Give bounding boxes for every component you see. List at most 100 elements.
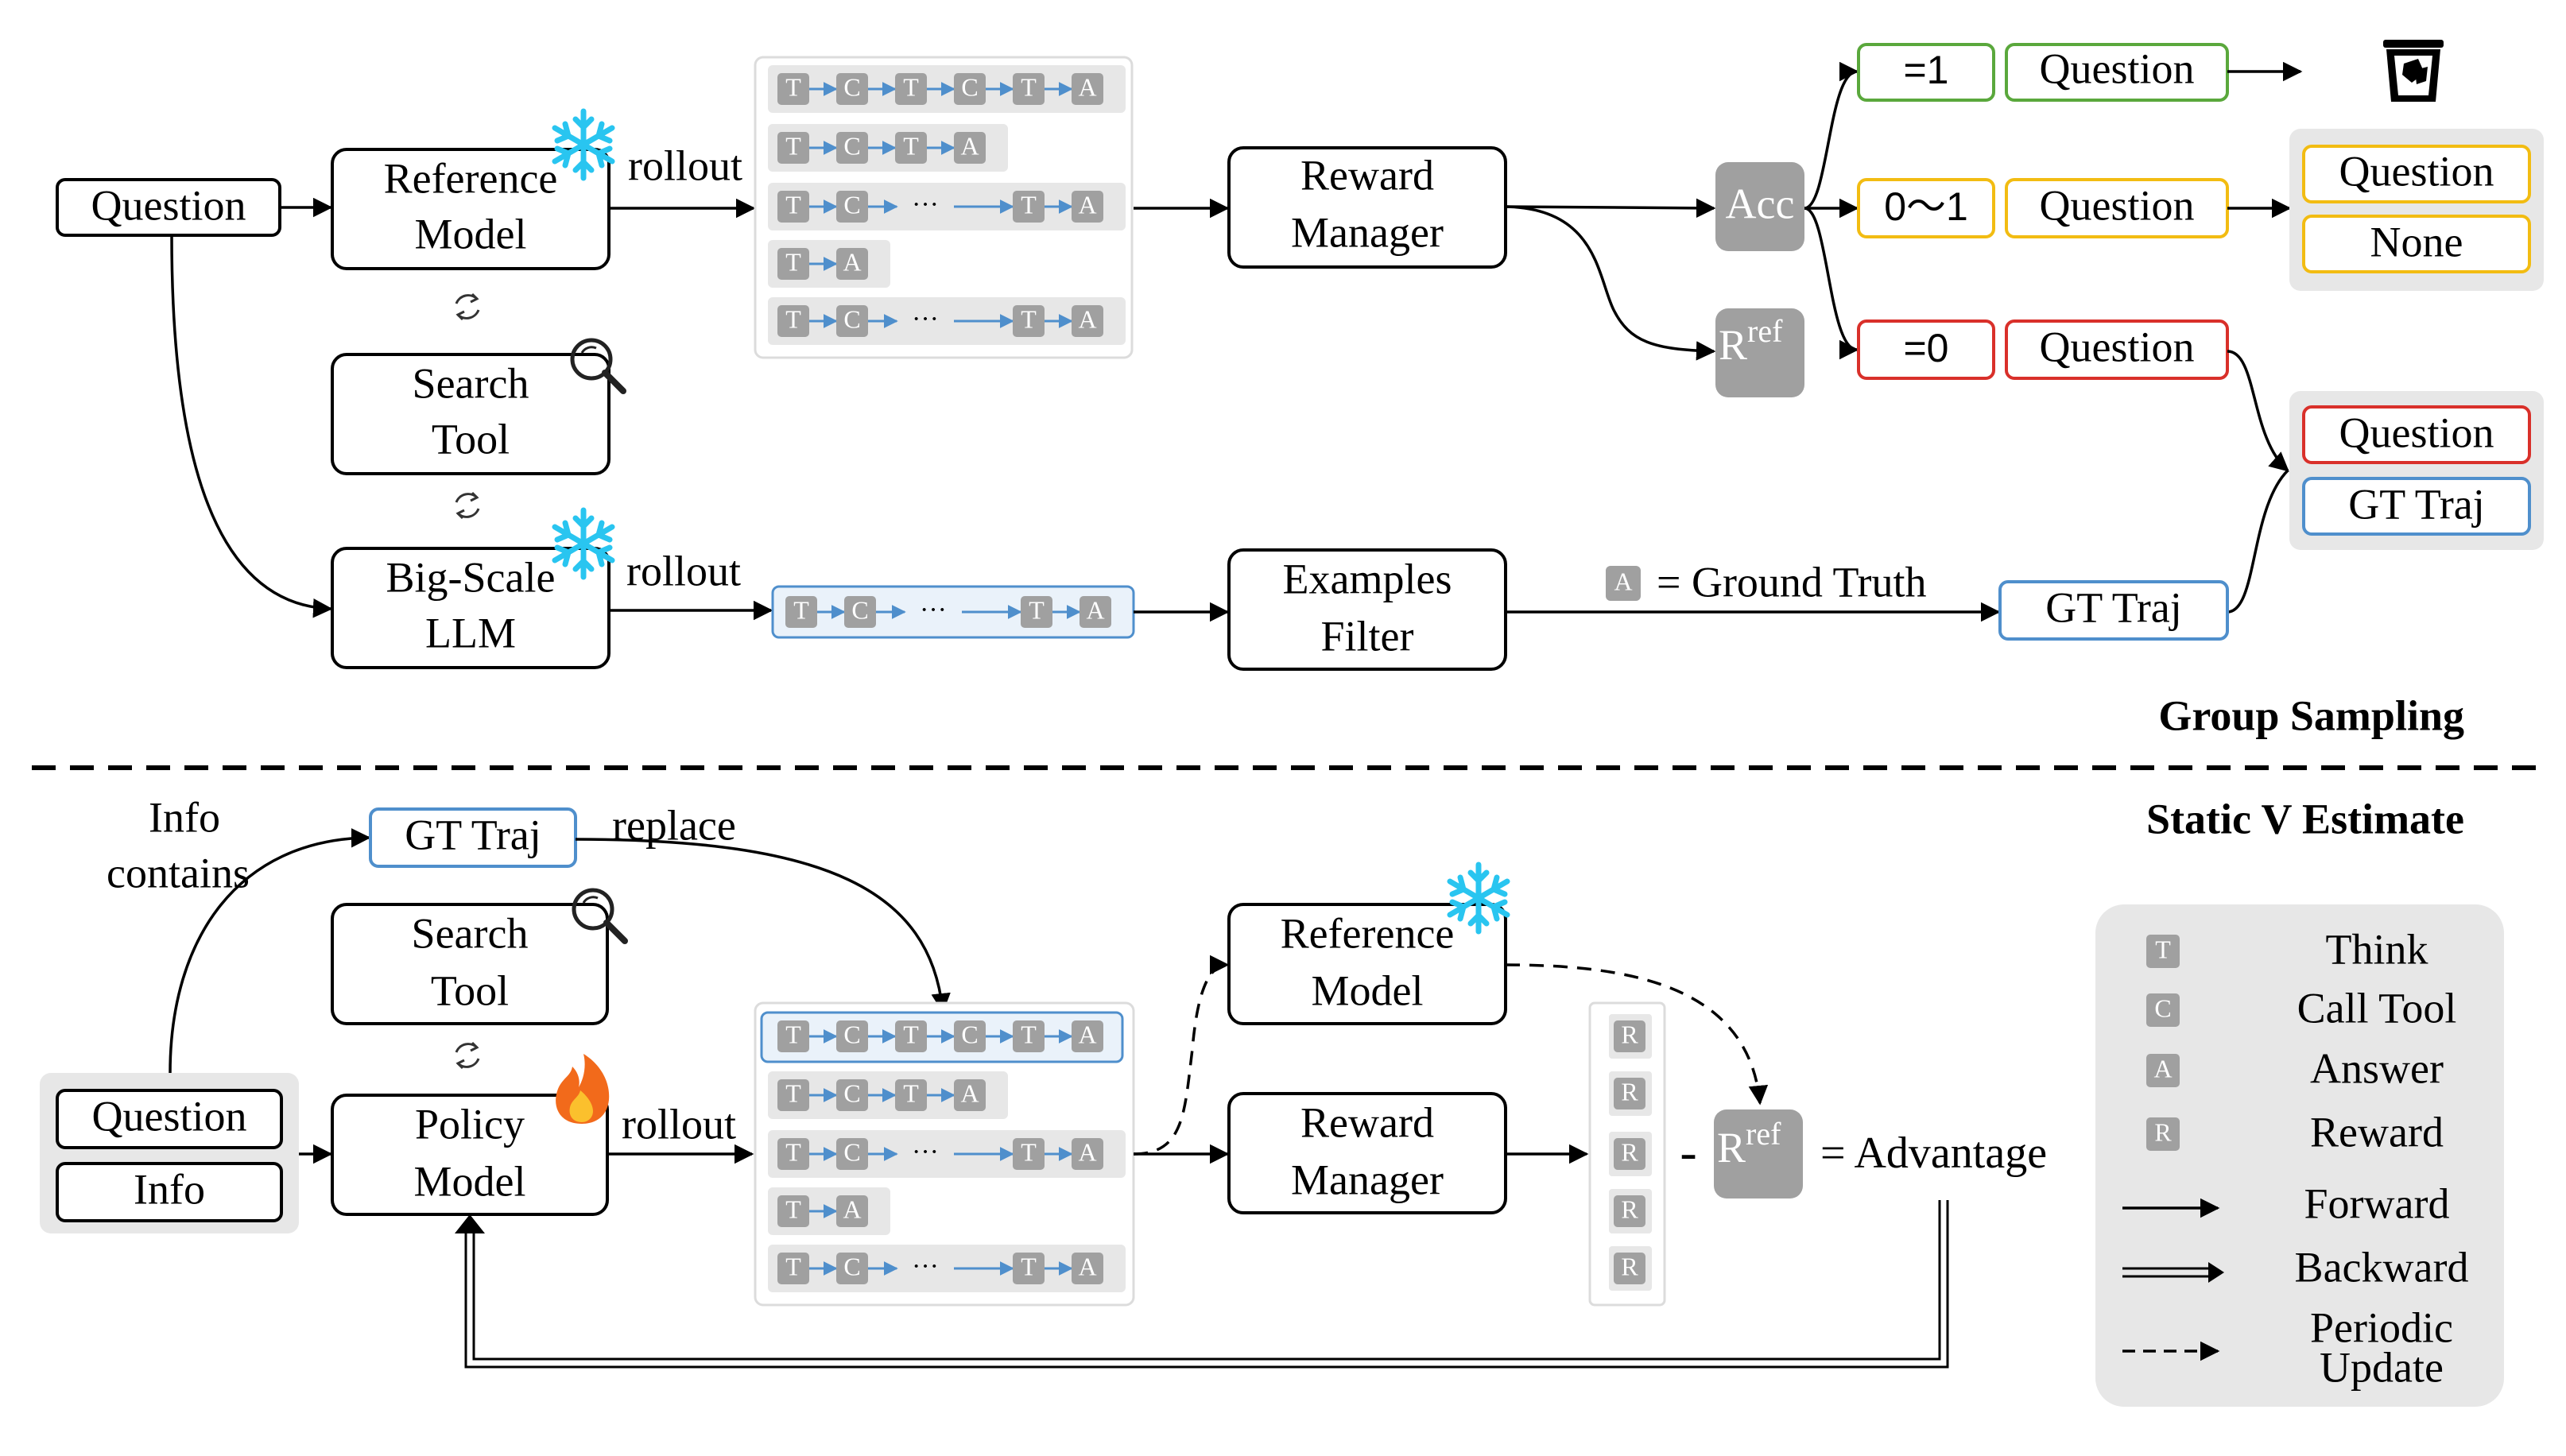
token-box [954, 1020, 986, 1052]
none-label: None [2370, 218, 2463, 265]
info-node: Info [56, 1162, 283, 1222]
token-answer: A [1078, 1252, 1096, 1280]
search-tool-node: Search Tool [331, 903, 609, 1025]
token-box [895, 1020, 927, 1052]
rollout-label: rollout [628, 141, 742, 189]
advantage-label: = Advantage [1820, 1129, 2047, 1178]
token-answer: A [960, 1078, 979, 1107]
acc-label: Acc [1726, 180, 1795, 227]
token-box [785, 596, 817, 628]
token-box [1013, 1020, 1045, 1052]
legend-answer: Answer [2310, 1044, 2444, 1092]
rref-sup: ref [1747, 313, 1783, 349]
token-think: T [1021, 304, 1037, 333]
rollout-label: rollout [622, 1100, 736, 1148]
rref-sup: ref [1746, 1116, 1781, 1152]
big-llm-line2: LLM [425, 609, 516, 656]
snowflake-icon [1447, 862, 1510, 935]
reward-manager-line2: Manager [1291, 208, 1444, 256]
token-box [777, 132, 809, 164]
token-answer: A [1078, 1020, 1096, 1048]
ellipsis: ··· [912, 190, 939, 219]
token-think: T [785, 1195, 801, 1223]
info-contains-line1: Info [149, 793, 220, 841]
token-reward: R [1621, 1252, 1638, 1280]
token-think: T [793, 595, 809, 624]
token-answer: A [1078, 72, 1096, 101]
token-box [2146, 1054, 2180, 1087]
reward-manager-node: Reward Manager [1227, 146, 1507, 269]
token-box [954, 1079, 986, 1111]
question-label: Question [2040, 323, 2195, 370]
token-box [1072, 73, 1103, 105]
token-box [1614, 1078, 1645, 1109]
token-box [895, 132, 927, 164]
token-box [1013, 1253, 1045, 1284]
legend-periodic-line1: Periodic [2310, 1303, 2453, 1351]
search-tool-line2: Tool [431, 966, 509, 1014]
token-think: T [785, 1137, 801, 1166]
legend-backward: Backward [2295, 1243, 2469, 1291]
token-think: T [785, 190, 801, 219]
token-answer: A [843, 1195, 861, 1223]
token-box [1080, 596, 1111, 628]
token-call: C [843, 1078, 860, 1107]
token-think: T [1021, 72, 1037, 101]
token-think: T [785, 72, 801, 101]
token-box [2146, 993, 2180, 1027]
reference-model-line1: Reference [384, 154, 558, 202]
red-output: Question GT Traj [2302, 405, 2531, 536]
search-tool-line2: Tool [432, 415, 510, 463]
rref-node: Rref [1715, 308, 1804, 397]
token-box [836, 132, 868, 164]
token-box [836, 1138, 868, 1170]
token-box [844, 596, 876, 628]
token-think: T [903, 1020, 919, 1048]
reward-manager-line2: Manager [1291, 1156, 1444, 1203]
token-call: C [843, 190, 860, 219]
token-call: C [843, 1137, 860, 1166]
eq0-label: =0 [1903, 326, 1948, 370]
magnifier-icon [570, 338, 626, 394]
token-call: C [961, 1020, 978, 1048]
token-box [1614, 1138, 1645, 1170]
token-box [1013, 1138, 1045, 1170]
reference-model-node: Reference Model [331, 148, 610, 270]
token-box [895, 1079, 927, 1111]
policy-model-node: Policy Model [331, 1094, 609, 1216]
token-think: T [903, 72, 919, 101]
snowflake-icon [552, 108, 615, 181]
gt-traj-label: GT Traj [2045, 583, 2182, 631]
question-label: Question [91, 181, 246, 229]
token-box [777, 1020, 809, 1052]
svg-text:Rref: Rref [1717, 1116, 1781, 1171]
token-answer: A [843, 247, 861, 276]
token-reward: R [1621, 1077, 1638, 1106]
token-reward: R [1621, 1020, 1638, 1048]
token-box [836, 191, 868, 223]
token-call: C [843, 1252, 860, 1280]
token-box [836, 73, 868, 105]
token-call: C [843, 1020, 860, 1048]
static-v-estimate-title: Static V Estimate [2146, 795, 2464, 842]
magnifier-icon [572, 888, 628, 944]
gt-traj-node: GT Traj [369, 807, 577, 868]
token-call: C [843, 131, 860, 160]
token-box [954, 73, 986, 105]
reward-manager-line1: Reward [1300, 1098, 1434, 1146]
legend-periodic-line2: Update [2320, 1343, 2444, 1391]
token-box [836, 1079, 868, 1111]
token-box [1072, 191, 1103, 223]
ellipsis: ··· [920, 595, 947, 625]
info-label: Info [134, 1165, 205, 1213]
reference-model-line1: Reference [1281, 909, 1455, 957]
token-box [1614, 1195, 1645, 1227]
token-answer: A [1078, 190, 1096, 219]
token-answer: A [1078, 1137, 1096, 1166]
answer-token-icon [1606, 566, 1641, 601]
svg-text:Rref: Rref [1719, 313, 1783, 369]
gt-traj-label: GT Traj [405, 811, 541, 858]
